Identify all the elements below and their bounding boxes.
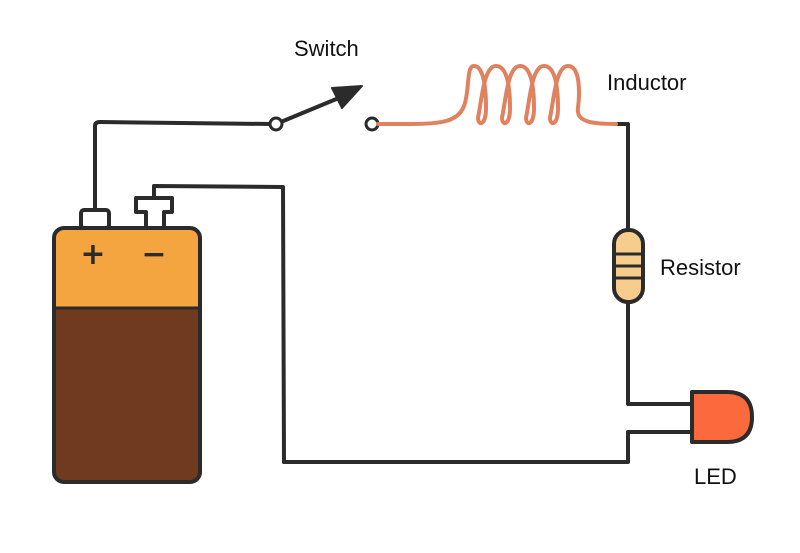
switch-label: Switch <box>294 36 359 61</box>
switch-arrowhead <box>331 85 363 109</box>
led-icon <box>690 390 754 444</box>
resistor-icon <box>612 228 645 304</box>
battery-minus-sign: − <box>141 237 166 272</box>
inductor-icon <box>376 63 618 126</box>
battery-plus-sign: + <box>80 237 105 272</box>
switch-icon <box>268 85 380 132</box>
resistor-label: Resistor <box>660 255 741 280</box>
inductor-label: Inductor <box>607 70 687 95</box>
wire-bottom <box>282 430 694 464</box>
inductor-coil <box>408 63 618 126</box>
battery-bottom <box>54 308 200 482</box>
wire-battery-to-switch <box>93 120 273 214</box>
wire-battery-negative <box>152 184 286 464</box>
led-label: LED <box>694 464 737 489</box>
wire-resistor-to-led <box>626 298 694 406</box>
battery-top <box>54 228 200 310</box>
battery-negative-terminal <box>134 196 174 230</box>
wires <box>93 120 694 464</box>
led-body <box>690 390 754 444</box>
battery-outline <box>52 226 202 484</box>
switch-left-terminal <box>268 116 284 132</box>
switch-lever <box>274 93 348 126</box>
battery-positive-terminal <box>79 208 111 230</box>
wire-inductor-to-resistor <box>614 122 630 234</box>
battery-icon: + − <box>52 196 202 484</box>
